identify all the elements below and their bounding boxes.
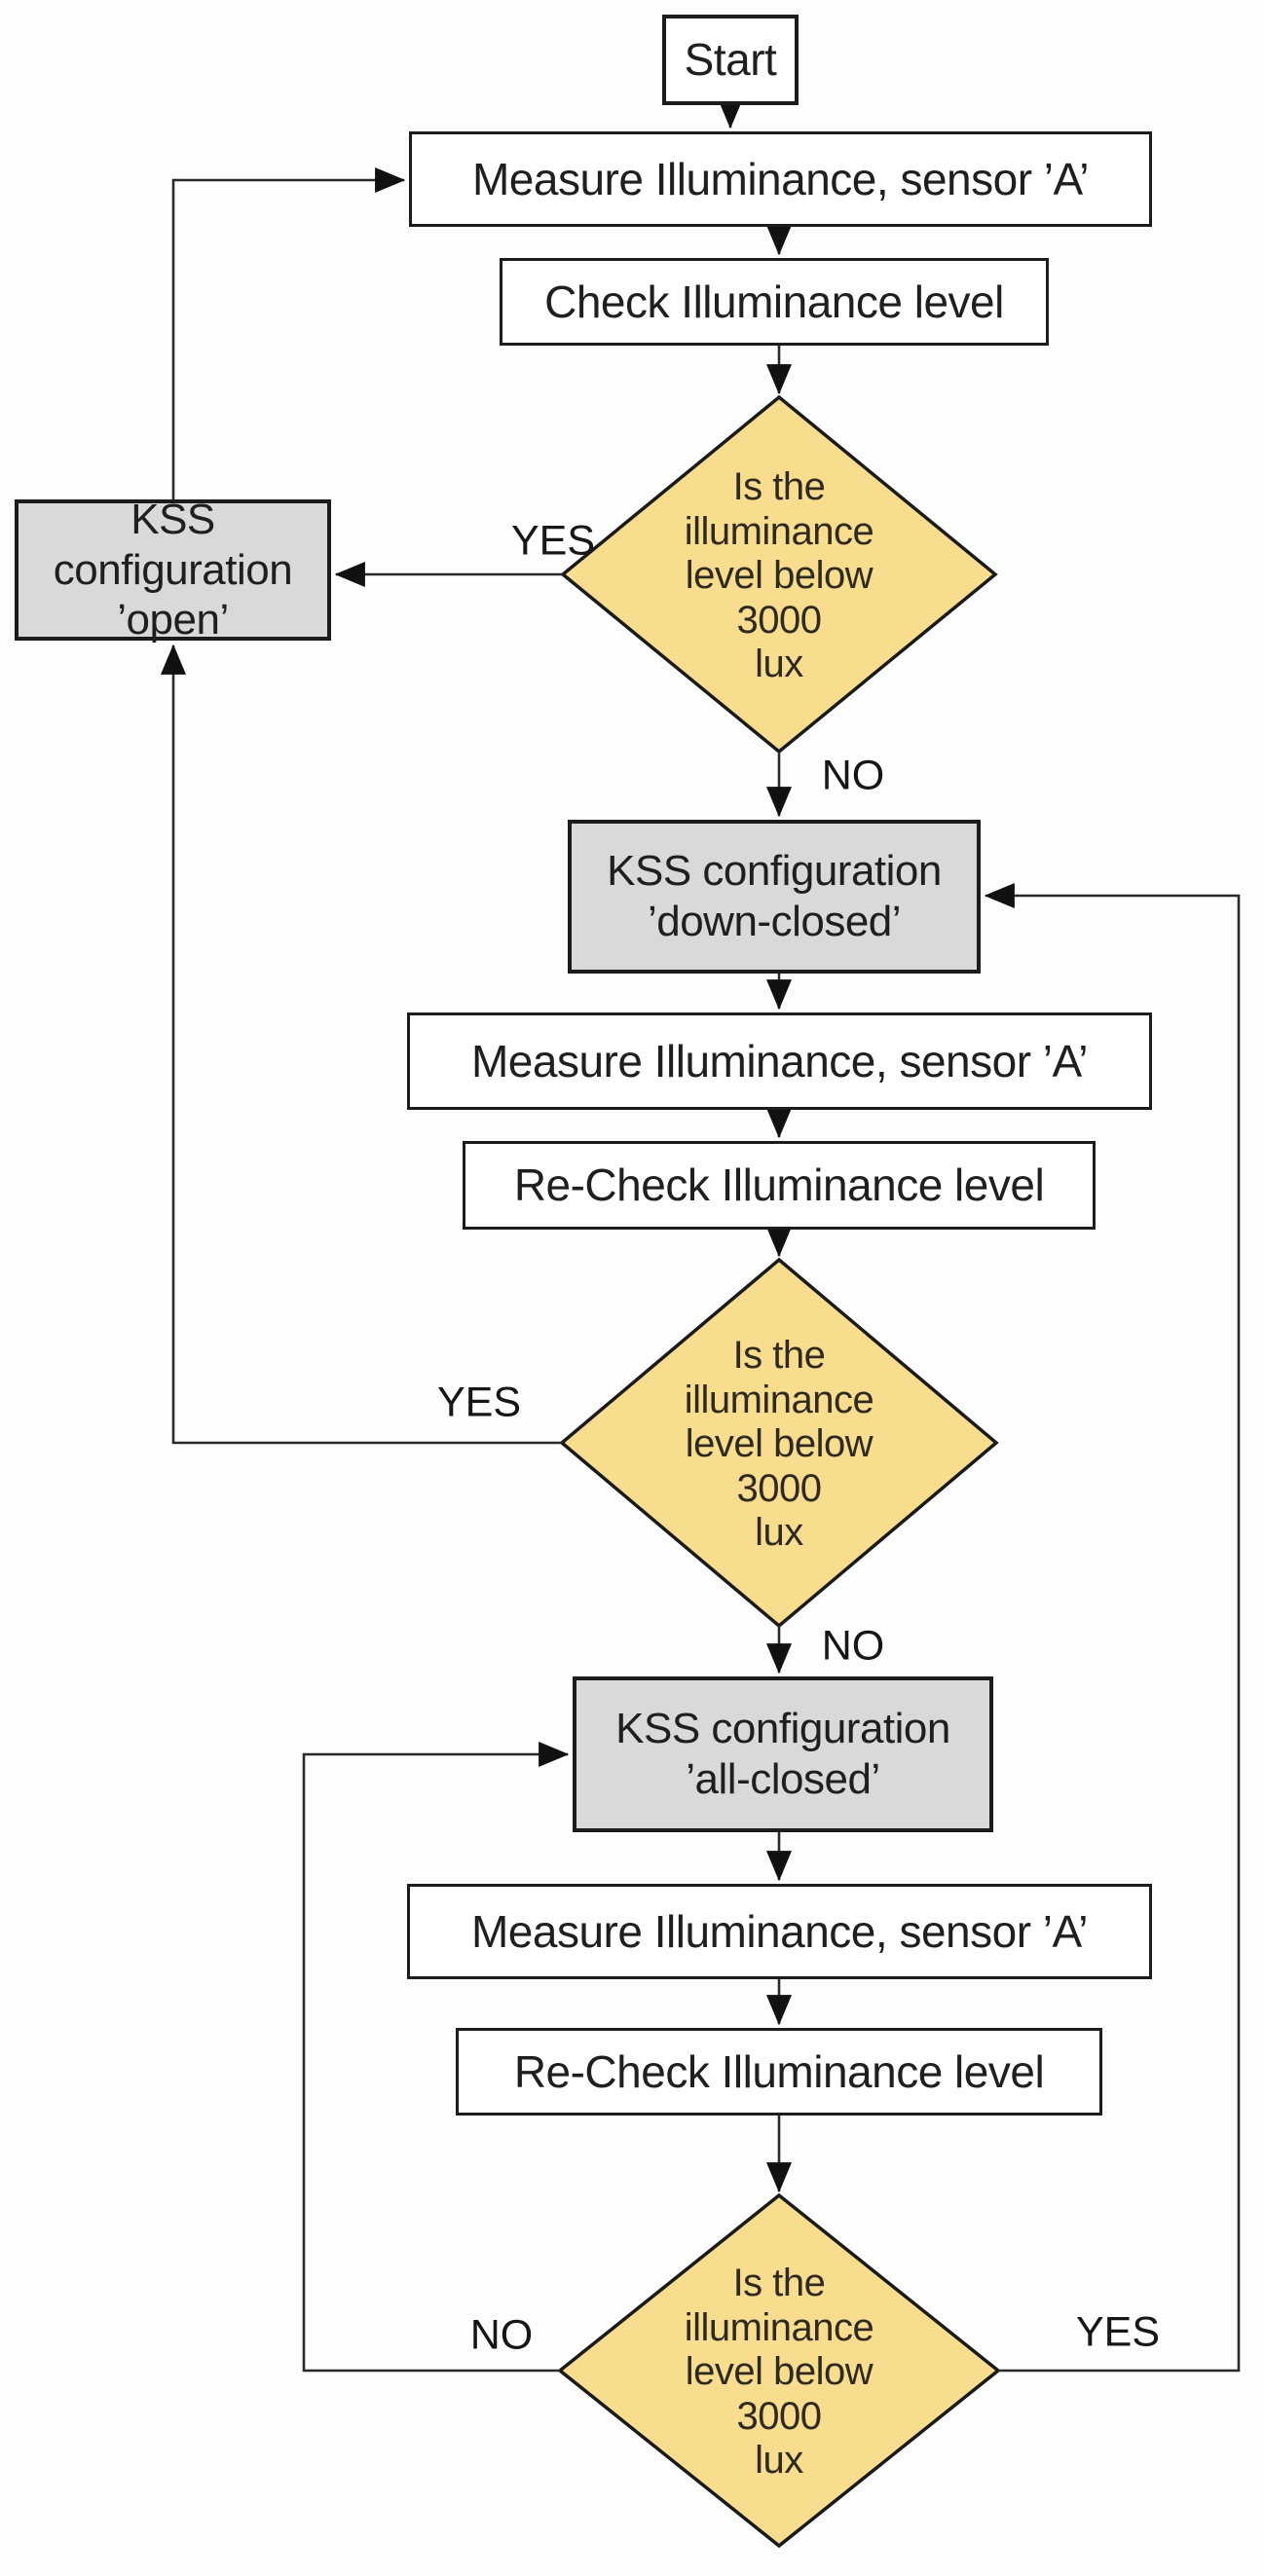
edge-decision2-yes-to-open	[161, 644, 562, 1445]
decision-1-label: Is the illuminance level below 3000 lux	[684, 465, 874, 686]
decision-2-yes-label: YES	[436, 1379, 522, 1426]
config-down-closed-node: KSS configuration ’down-closed’	[568, 820, 981, 974]
decision-2-label: Is the illuminance level below 3000 lux	[684, 1334, 874, 1555]
decision-3-diamond	[557, 2192, 1001, 2549]
decision-3-yes-label: YES	[1075, 2308, 1161, 2356]
process-measure-illuminance-3: Measure Illuminance, sensor ’A’	[407, 1884, 1152, 1979]
edge-open-to-measure1	[171, 167, 406, 499]
process-check-illuminance: Check Illuminance level	[500, 258, 1049, 346]
decision-1-no-label: NO	[821, 752, 885, 799]
process-measure-illuminance-1: Measure Illuminance, sensor ’A’	[409, 131, 1152, 227]
decision-1-yes-label: YES	[510, 517, 596, 565]
decision-2-no-label: NO	[821, 1622, 885, 1670]
config-all-closed-node: KSS configuration ’all-closed’	[573, 1676, 993, 1832]
config-open-node: KSS configuration ’open’	[15, 496, 331, 644]
edge-decision3-no-to-allclosed	[302, 1742, 570, 2373]
process-recheck-illuminance-2: Re-Check Illuminance level	[463, 1141, 1096, 1230]
decision-3-no-label: NO	[469, 2311, 534, 2359]
process-measure-illuminance-2: Measure Illuminance, sensor ’A’	[407, 1012, 1152, 1110]
start-node: Start	[662, 15, 799, 105]
process-recheck-illuminance-3: Re-Check Illuminance level	[456, 2028, 1102, 2116]
decision-3-label: Is the illuminance level below 3000 lux	[684, 2262, 874, 2483]
edge-decision3-yes-to-downclosed	[984, 883, 1241, 2373]
